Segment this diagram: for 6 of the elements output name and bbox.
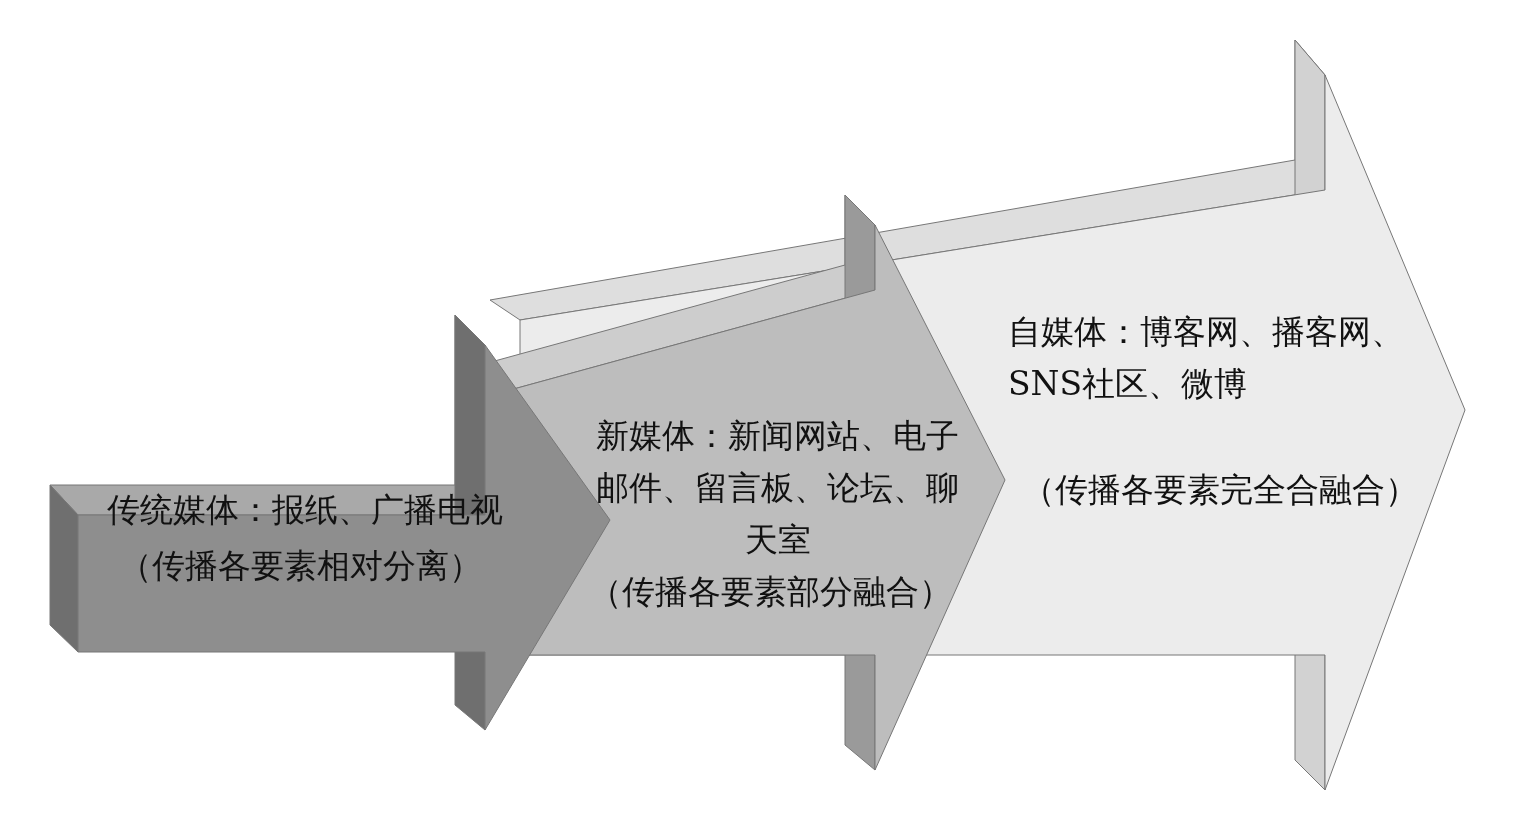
stage-description: 新媒体：新闻网站、电子邮件、留言板、论坛、聊天室 [595,415,960,561]
stage-note: （传播各要素部分融合） [587,571,953,613]
stage-note: （传播各要素相对分离） [117,545,483,587]
stage-description: 传统媒体：报纸、广播电视 [106,489,504,531]
stage-note: （传播各要素完全合融合） [1021,469,1419,511]
stage-description: 自媒体：博客网、播客网、SNS社区、微博 [1008,311,1405,405]
